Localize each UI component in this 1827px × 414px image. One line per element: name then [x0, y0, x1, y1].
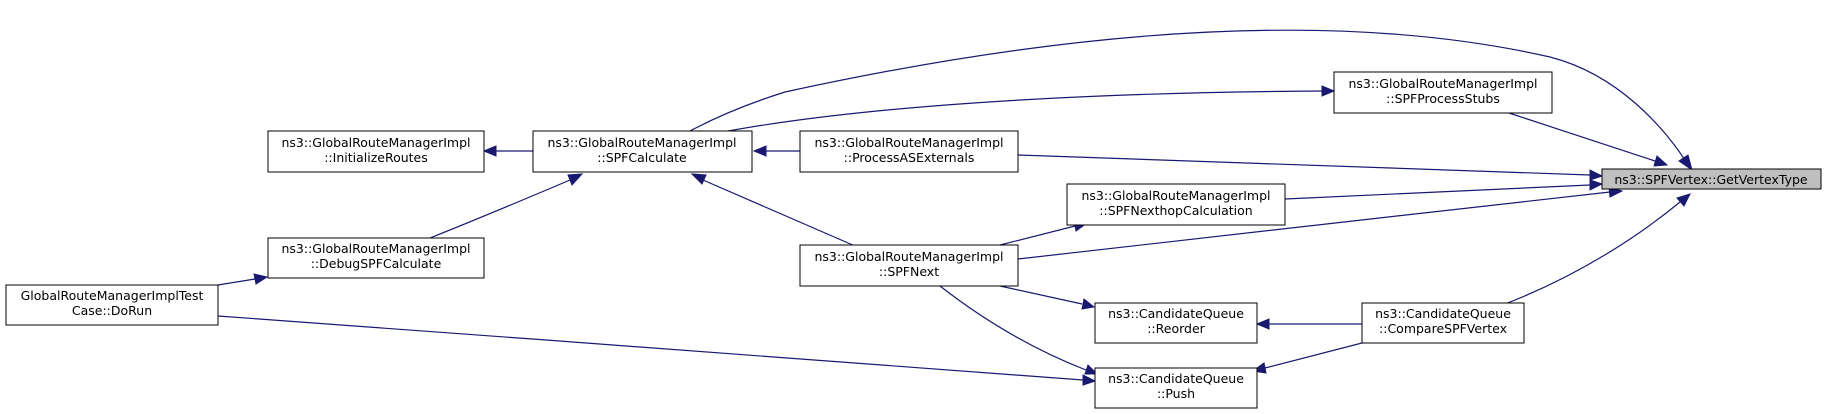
- node-spf-next[interactable]: ns3::GlobalRouteManagerImpl ::SPFNext: [799, 244, 1019, 287]
- node-debug-spf-calculate[interactable]: ns3::GlobalRouteManagerImpl ::DebugSPFCa…: [267, 237, 485, 279]
- node-label-line2: ::Reorder: [1147, 321, 1205, 336]
- arrowhead: [1589, 169, 1604, 181]
- node-spf-calculate[interactable]: ns3::GlobalRouteManagerImpl ::SPFCalcula…: [532, 130, 753, 173]
- node-box: [1066, 183, 1286, 226]
- node-box: [1601, 168, 1822, 190]
- edge-nexthop-to-getvertextype: [1284, 184, 1591, 200]
- edge-dorun-to-push: [217, 315, 1084, 381]
- node-spf-process-stubs[interactable]: ns3::GlobalRouteManagerImpl ::SPFProcess…: [1333, 71, 1553, 114]
- arrowhead: [1321, 85, 1336, 97]
- node-compare-spf-vertex[interactable]: ns3::CandidateQueue ::CompareSPFVertex: [1361, 302, 1525, 344]
- node-label-line2: ::SPFProcessStubs: [1386, 91, 1500, 106]
- edge-spfnext-to-spfcalculate: [702, 179, 856, 247]
- node-label-line1: ns3::GlobalRouteManagerImpl: [1081, 188, 1270, 203]
- edge-debugspf-to-spfcalculate: [429, 179, 571, 239]
- node-label-line1: GlobalRouteManagerImplTest: [21, 288, 204, 303]
- node-label-line1: ns3::CandidateQueue: [1375, 306, 1511, 321]
- node-box: [532, 130, 753, 173]
- node-label-line2: ::CompareSPFVertex: [1379, 321, 1507, 336]
- node-box: [1094, 302, 1258, 344]
- node-box: [1094, 367, 1258, 409]
- node-label-line1: ns3::GlobalRouteManagerImpl: [547, 135, 736, 150]
- arrowhead: [1589, 179, 1604, 191]
- node-initialize-routes[interactable]: ns3::GlobalRouteManagerImpl ::Initialize…: [267, 130, 485, 173]
- edge-spfnext-to-getvertextype: [1017, 191, 1611, 260]
- node-label-line2: ::DebugSPFCalculate: [311, 256, 442, 271]
- node-box: [5, 284, 219, 326]
- arrowhead: [1653, 155, 1669, 167]
- node-label-line2: ::InitializeRoutes: [324, 150, 428, 165]
- edge-dorun-to-debugspf: [217, 278, 256, 286]
- arrowhead: [1084, 364, 1099, 375]
- node-label-line1: ns3::SPFVertex::GetVertexType: [1614, 172, 1808, 187]
- arrowhead: [567, 173, 584, 186]
- edge-processasexternals-to-getvertextype: [1017, 154, 1591, 176]
- node-process-as-externals[interactable]: ns3::GlobalRouteManagerImpl ::ProcessASE…: [799, 130, 1019, 173]
- node-box: [1333, 71, 1553, 114]
- arrowhead: [1678, 154, 1693, 172]
- arrowhead: [1255, 318, 1270, 330]
- node-get-vertex-type[interactable]: ns3::SPFVertex::GetVertexType: [1601, 168, 1822, 190]
- edge-spfcalculate-to-getvertextype-top: [689, 29, 1686, 161]
- edge-spfcalculate-to-spfprocessstubs: [727, 90, 1323, 132]
- edge-spfnext-to-reorder: [999, 285, 1083, 305]
- node-box: [799, 244, 1019, 287]
- node-box: [267, 237, 485, 279]
- node-test-do-run[interactable]: GlobalRouteManagerImplTest Case::DoRun: [5, 284, 219, 326]
- arrowhead: [1081, 298, 1096, 310]
- node-push[interactable]: ns3::CandidateQueue ::Push: [1094, 367, 1258, 409]
- node-label-line1: ns3::GlobalRouteManagerImpl: [281, 241, 470, 256]
- node-box: [1361, 302, 1525, 344]
- node-label-line1: ns3::CandidateQueue: [1108, 371, 1244, 386]
- node-label-line1: ns3::CandidateQueue: [1108, 306, 1244, 321]
- edge-compare-to-getvertextype: [1504, 201, 1681, 305]
- node-label-line1: ns3::GlobalRouteManagerImpl: [1348, 76, 1537, 91]
- node-label-line2: ::SPFNexthopCalculation: [1099, 203, 1252, 218]
- node-label-line1: ns3::GlobalRouteManagerImpl: [281, 135, 470, 150]
- node-box: [799, 130, 1019, 173]
- arrowhead: [1082, 374, 1097, 386]
- edge-compare-to-push: [1264, 342, 1363, 369]
- arrowhead: [690, 173, 707, 185]
- node-label-line2: ::Push: [1157, 386, 1195, 401]
- arrowhead: [253, 273, 269, 285]
- arrowhead: [752, 145, 767, 157]
- node-label-line2: ::SPFNext: [879, 264, 939, 279]
- arrowhead: [1676, 193, 1691, 207]
- node-label-line2: ::ProcessASExternals: [844, 150, 975, 165]
- edge-spfnext-to-nexthop: [999, 225, 1076, 246]
- node-reorder[interactable]: ns3::CandidateQueue ::Reorder: [1094, 302, 1258, 344]
- edge-spfprocessstubs-to-getvertextype: [1508, 112, 1656, 162]
- arrowhead: [482, 145, 497, 157]
- node-label-line2: Case::DoRun: [72, 303, 152, 318]
- node-label-line2: ::SPFCalculate: [597, 150, 687, 165]
- node-label-line1: ns3::GlobalRouteManagerImpl: [814, 249, 1003, 264]
- node-label-line1: ns3::GlobalRouteManagerImpl: [814, 135, 1003, 150]
- edge-spfnext-to-push: [939, 285, 1087, 371]
- node-box: [267, 130, 485, 173]
- node-spf-nexthop-calculation[interactable]: ns3::GlobalRouteManagerImpl ::SPFNexthop…: [1066, 183, 1286, 226]
